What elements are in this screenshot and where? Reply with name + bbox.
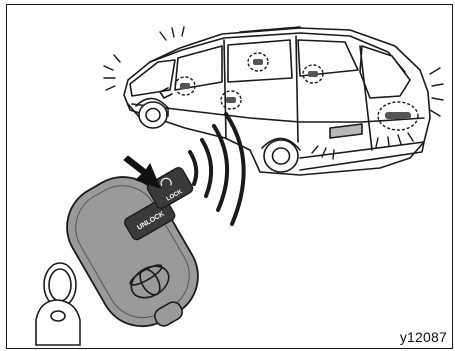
- minivan-icon: [124, 27, 430, 175]
- figure-code: y12087: [400, 329, 447, 345]
- key-ring-icon: [36, 263, 80, 345]
